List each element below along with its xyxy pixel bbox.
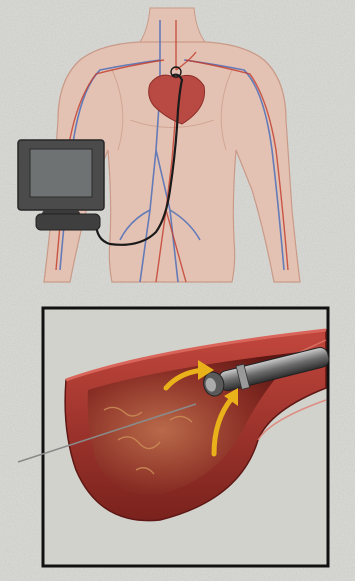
monitor-screen xyxy=(30,149,92,197)
monitor-base xyxy=(36,214,100,230)
vessel-inset xyxy=(18,308,331,566)
